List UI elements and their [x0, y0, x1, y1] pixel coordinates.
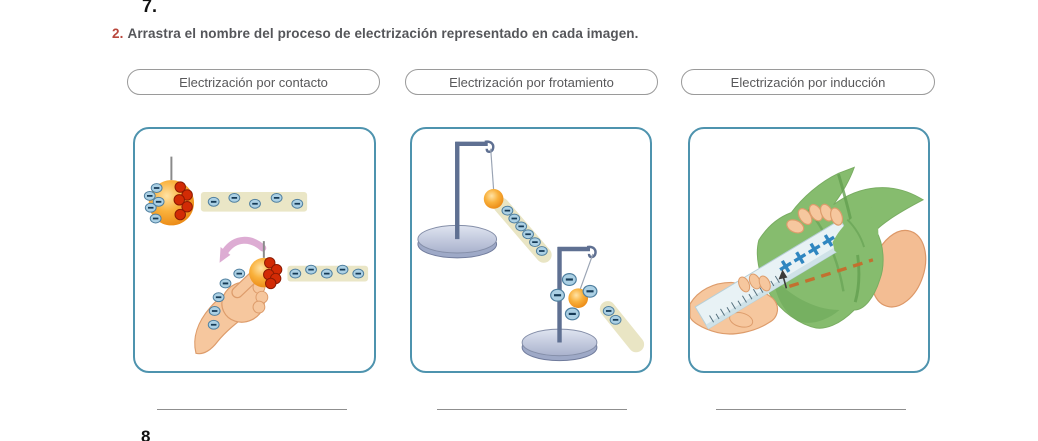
draggable-label-induccion[interactable]: Electrización por inducción: [681, 69, 935, 95]
image-box-ruler-cloth: [688, 127, 930, 373]
exercise-instruction: 2.Arrastra el nombre del proceso de elec…: [112, 26, 639, 41]
draggable-label-contacto[interactable]: Electrización por contacto: [127, 69, 380, 95]
charged-sphere-rod-and-hand-illustration: [143, 156, 369, 355]
answer-slot-1[interactable]: [157, 409, 347, 410]
exercise-number: 2.: [112, 26, 124, 41]
image-box-pendulum: [410, 127, 652, 373]
answer-slot-2[interactable]: [437, 409, 627, 410]
pendulum-ball-with-charged-rod-illustration: [417, 140, 645, 362]
answer-slot-3[interactable]: [716, 409, 906, 410]
exercise-instruction-text: Arrastra el nombre del proceso de electr…: [127, 26, 639, 41]
page-number-top: 7.: [142, 0, 158, 16]
page-number-bottom: 8: [141, 427, 151, 441]
image-box-contact: [133, 127, 376, 373]
hands-rubbing-ruler-with-cloth-illustration: [690, 166, 927, 335]
draggable-label-frotamiento[interactable]: Electrización por frotamiento: [405, 69, 658, 95]
